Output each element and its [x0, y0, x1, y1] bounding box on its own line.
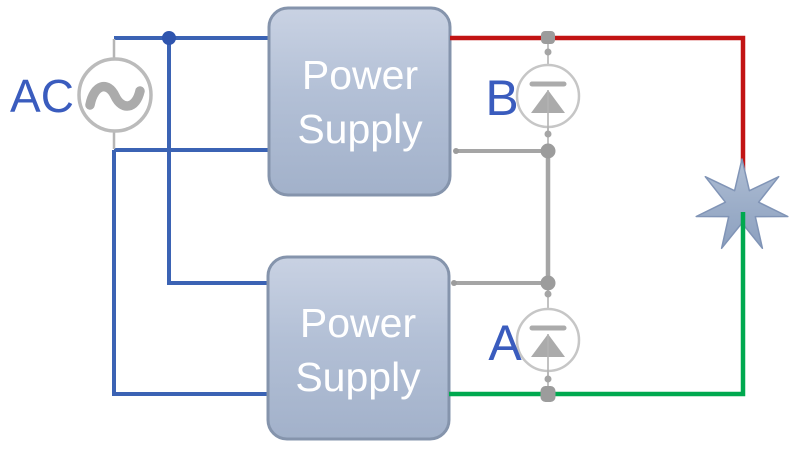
- junction-dot-blue: [162, 31, 176, 45]
- wire-end-cap: [453, 148, 459, 154]
- sine-wave-icon: [85, 81, 145, 111]
- ac-source: AC: [10, 39, 153, 149]
- diode-b-stub-bottom: [544, 130, 552, 138]
- power-supply-bottom: Power Supply: [266, 255, 451, 441]
- junction-dot-gray-bottom: [540, 275, 556, 291]
- power-supply-top-label-line1: Power: [302, 52, 418, 98]
- power-supply-bottom-box: [266, 255, 451, 441]
- diode-a-stub-top: [544, 290, 552, 298]
- power-supply-bottom-label-line2: Supply: [295, 354, 421, 400]
- diode-b-stub-top: [544, 48, 552, 56]
- ac-label: AC: [10, 70, 74, 122]
- diode-a-icon: [529, 325, 567, 378]
- power-supply-bottom-label-line1: Power: [300, 300, 416, 346]
- wire-end-cap: [451, 280, 457, 286]
- node-green-tap: [540, 386, 556, 402]
- diode-a: A: [488, 275, 581, 388]
- power-supply-top-box: [267, 6, 452, 197]
- power-supply-top: Power Supply: [267, 6, 452, 197]
- wire-ac-bottom-branch: [112, 150, 268, 396]
- ac-input-wiring: [112, 31, 269, 396]
- green-output: [449, 212, 746, 402]
- diode-b-label: B: [485, 70, 518, 126]
- node-red-tap: [541, 31, 555, 44]
- wire-ac-top-branch: [167, 38, 268, 285]
- gray-common-wiring: [451, 148, 551, 286]
- diode-a-label: A: [488, 315, 522, 371]
- power-supply-top-label-line2: Supply: [297, 106, 423, 152]
- diode-b-icon: [529, 81, 567, 134]
- diode-b: B: [485, 31, 581, 159]
- junction-dot-gray-top: [540, 143, 556, 159]
- diode-a-stub-bottom: [544, 375, 552, 383]
